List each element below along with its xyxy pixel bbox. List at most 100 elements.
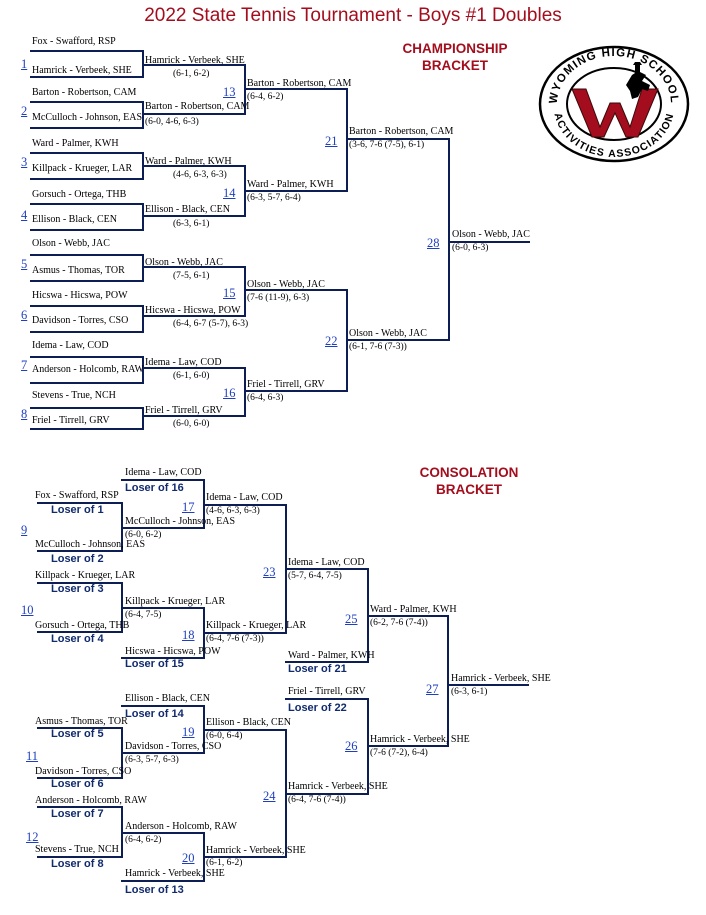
match-25-link[interactable]: 25 — [345, 612, 358, 626]
bracket-line — [346, 88, 348, 192]
match-18-link[interactable]: 18 — [182, 628, 195, 642]
bracket-line — [142, 415, 244, 417]
bracket-line — [447, 615, 449, 747]
match-9-link[interactable]: 9 — [21, 523, 28, 537]
w11-name: Davidson - Torres, CSO — [125, 741, 222, 752]
w24-name: Hamrick - Verbeek, SHE — [288, 781, 388, 792]
m20-bottom-loser: Loser of 13 — [125, 884, 184, 896]
match-17-link[interactable]: 17 — [182, 500, 195, 514]
match-7-link[interactable]: 7 — [21, 358, 28, 372]
bracket-line — [142, 315, 244, 317]
bracket-line — [142, 203, 144, 231]
match-11-link[interactable]: 11 — [26, 749, 39, 763]
m12-bottom-loser: Loser of 8 — [51, 858, 104, 870]
w22-name: Olson - Webb, JAC — [349, 328, 427, 339]
bracket-line — [142, 356, 144, 384]
match-19-link[interactable]: 19 — [182, 725, 195, 739]
bracket-line — [448, 241, 530, 243]
match-12-link[interactable]: 12 — [26, 830, 39, 844]
w23-name: Idema - Law, COD — [288, 557, 365, 568]
match-13-link[interactable]: 13 — [223, 85, 236, 99]
m11-top-name: Asmus - Thomas, TOR — [35, 716, 128, 727]
bracket-line — [142, 165, 244, 167]
bracket-line — [30, 254, 142, 256]
bracket-line — [30, 305, 142, 307]
w7-score: (6-1, 6-0) — [173, 371, 210, 381]
w4-score: (6-3, 6-1) — [173, 219, 210, 229]
m19-top-name: Ellison - Black, CEN — [125, 693, 210, 704]
match-26-link[interactable]: 26 — [345, 739, 358, 753]
bracket-line — [30, 203, 142, 205]
bracket-line — [37, 806, 121, 808]
bracket-line — [285, 698, 367, 700]
match-3-link[interactable]: 3 — [21, 155, 28, 169]
m10-top-name: Killpack - Krueger, LAR — [35, 570, 136, 581]
bracket-line — [447, 684, 529, 686]
match-24-link[interactable]: 24 — [263, 789, 276, 803]
m7-top-team: Idema - Law, COD — [32, 340, 109, 351]
match-28-link[interactable]: 28 — [427, 236, 440, 250]
bracket-line — [37, 550, 121, 552]
w3-score: (4-6, 6-3, 6-3) — [173, 170, 227, 180]
consolation-heading-line2: BRACKET — [436, 482, 502, 497]
w16-score: (6-4, 6-3) — [247, 393, 284, 403]
match-22-link[interactable]: 22 — [325, 334, 338, 348]
w22-score: (6-1, 7-6 (7-3)) — [349, 342, 407, 352]
m5-top-team: Olson - Webb, JAC — [32, 238, 110, 249]
w19-score: (6-0, 6-4) — [206, 731, 243, 741]
match-5-link[interactable]: 5 — [21, 257, 28, 271]
m12-top-loser: Loser of 7 — [51, 808, 104, 820]
w6-score: (6-4, 6-7 (5-7), 6-3) — [173, 319, 249, 329]
bracket-line — [244, 190, 346, 192]
bracket-line — [203, 504, 285, 506]
match-10-link[interactable]: 10 — [21, 603, 34, 617]
m9-bottom-loser: Loser of 2 — [51, 553, 104, 565]
match-27-link[interactable]: 27 — [426, 682, 439, 696]
match-20-link[interactable]: 20 — [182, 851, 195, 865]
w1-score: (6-1, 6-2) — [173, 69, 210, 79]
bracket-line — [346, 339, 448, 341]
match-8-link[interactable]: 8 — [21, 407, 28, 421]
m18-bottom-loser: Loser of 15 — [125, 658, 184, 670]
w2-score: (6-0, 4-6, 6-3) — [145, 117, 199, 127]
bracket-line — [121, 527, 203, 529]
w3-name: Ward - Palmer, KWH — [145, 156, 232, 167]
m12-top-name: Anderson - Holcomb, RAW — [35, 795, 147, 806]
w8-score: (6-0, 6-0) — [173, 419, 210, 429]
bracket-line — [37, 856, 121, 858]
bracket-line — [30, 152, 142, 154]
bracket-line — [121, 705, 203, 707]
bracket-line — [142, 215, 244, 217]
m10-top-loser: Loser of 3 — [51, 583, 104, 595]
championship-heading-line1: CHAMPIONSHIP — [402, 41, 508, 56]
m17-top-name: Idema - Law, COD — [125, 467, 202, 478]
match-6-link[interactable]: 6 — [21, 308, 28, 322]
match-16-link[interactable]: 16 — [223, 386, 236, 400]
w23-score: (5-7, 6-4, 7-5) — [288, 571, 342, 581]
bracket-line — [30, 50, 142, 52]
match-4-link[interactable]: 4 — [21, 208, 28, 222]
bucking-horse-rider-icon — [571, 62, 659, 138]
match-23-link[interactable]: 23 — [263, 565, 276, 579]
match-1-link[interactable]: 1 — [21, 57, 28, 71]
bracket-line — [142, 266, 244, 268]
m9-bottom-name: McCulloch - Johnson, EAS — [35, 539, 145, 550]
w26-score: (7-6 (7-2), 6-4) — [370, 748, 428, 758]
w12-name: Anderson - Holcomb, RAW — [125, 821, 237, 832]
w17-name: Idema - Law, COD — [206, 492, 283, 503]
bracket-line — [121, 479, 203, 481]
w11-score: (6-3, 5-7, 6-3) — [125, 755, 179, 765]
bracket-line — [30, 428, 142, 430]
match-14-link[interactable]: 14 — [223, 186, 236, 200]
bracket-line — [30, 229, 142, 231]
match-2-link[interactable]: 2 — [21, 104, 28, 118]
bracket-line — [142, 254, 144, 282]
match-21-link[interactable]: 21 — [325, 134, 338, 148]
w25-name: Ward - Palmer, KWH — [370, 604, 457, 615]
m10-bottom-name: Gorsuch - Ortega, THB — [35, 620, 130, 631]
match-15-link[interactable]: 15 — [223, 286, 236, 300]
consolation-heading: CONSOLATION BRACKET — [405, 464, 533, 498]
m3-bottom-team: Killpack - Krueger, LAR — [32, 163, 133, 174]
w4-name: Ellison - Black, CEN — [145, 204, 230, 215]
bracket-line — [37, 502, 121, 504]
